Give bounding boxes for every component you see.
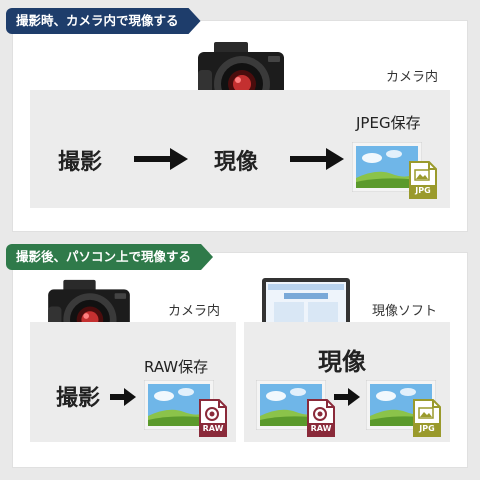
section2-shoot-label: 撮影 <box>56 386 101 411</box>
arrow-icon <box>110 388 136 406</box>
section2-camera-caption: カメラ内 <box>168 304 221 319</box>
section2-develop-label: 現像 <box>318 348 366 376</box>
section1-location-caption: カメラ内 <box>386 70 439 85</box>
section2-software-caption: 現像ソフト <box>372 304 438 319</box>
section1-develop-label: 現像 <box>214 150 259 175</box>
section2-tag: 撮影後、パソコン上で現像する <box>6 244 213 270</box>
arrow-icon <box>134 148 188 170</box>
section1-tag: 撮影時、カメラ内で現像する <box>6 8 201 34</box>
section1-output-caption: JPEG保存 <box>356 114 421 132</box>
arrow-icon <box>334 388 360 406</box>
section2-raw-badge: RAW <box>202 424 224 433</box>
section2-raw-caption: RAW保存 <box>144 358 209 376</box>
section1-jpg-badge: JPG <box>415 186 431 195</box>
section2-raw-badge-2: RAW <box>310 424 332 433</box>
section2-jpg-badge: JPG <box>419 424 435 433</box>
section1-shoot-label: 撮影 <box>58 150 103 175</box>
arrow-icon <box>290 148 344 170</box>
